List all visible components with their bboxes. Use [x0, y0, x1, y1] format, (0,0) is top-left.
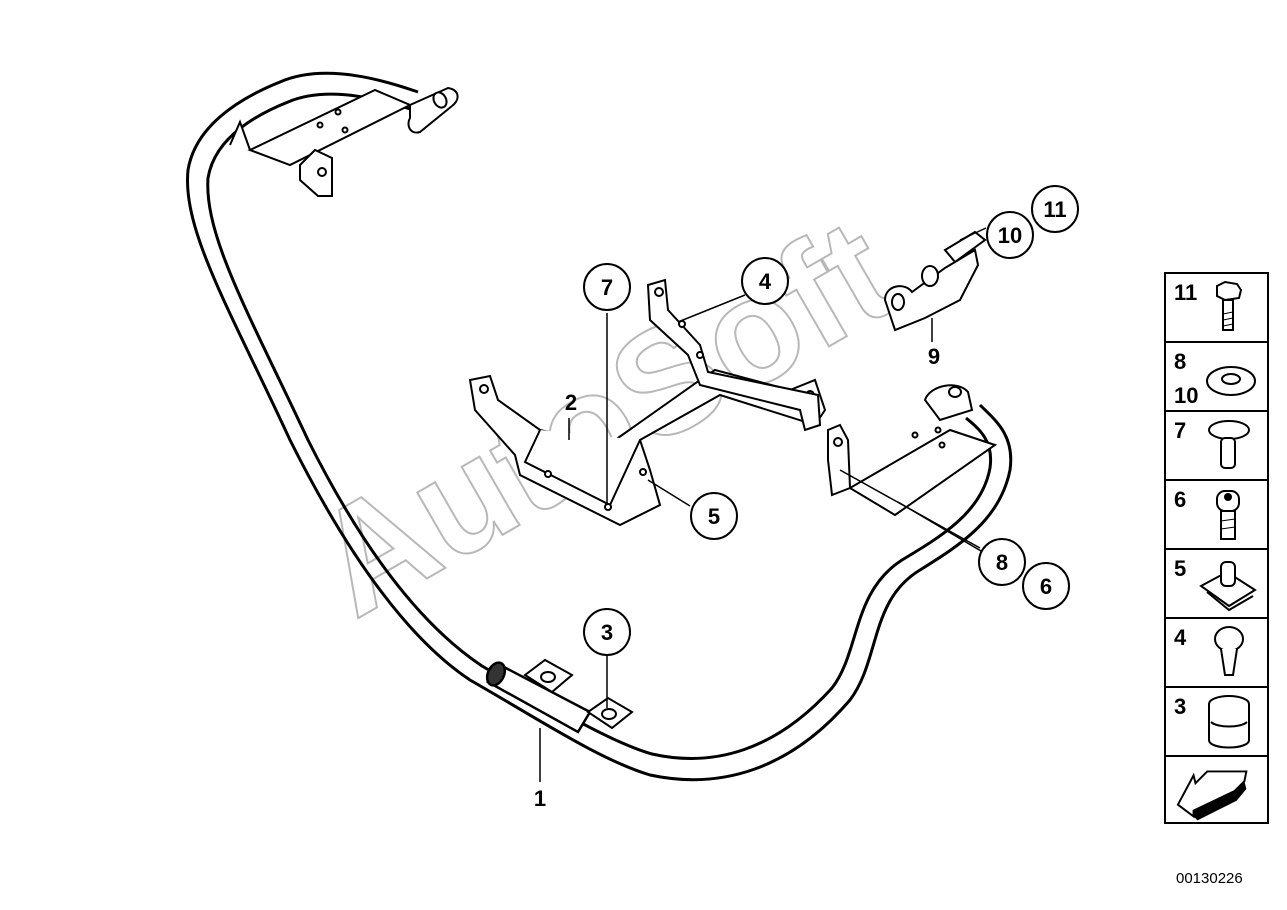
watermark: AutoSoft — [287, 186, 919, 648]
diagram-id: 00130226 — [1176, 870, 1243, 887]
socket-screw-icon — [1216, 490, 1240, 540]
callout-label: 5 — [708, 504, 720, 529]
legend-number: 7 — [1174, 418, 1187, 443]
legend-number: 5 — [1174, 556, 1187, 581]
callout-11: 11 — [1031, 185, 1079, 233]
part-label-1: 1 — [534, 786, 546, 811]
legend-cell-5: 5 — [1164, 548, 1269, 617]
washer-icon — [1206, 366, 1256, 396]
callout-7: 7 — [583, 263, 631, 311]
bracket-part-4 — [646, 278, 822, 432]
flat-head-screw-icon — [1208, 420, 1250, 469]
top-left-mount-plate — [229, 86, 459, 197]
legend-cell-arrow — [1164, 755, 1269, 824]
legend-number: 3 — [1174, 694, 1187, 719]
legend-cell-8-10: 8 10 — [1164, 341, 1269, 410]
legend-number: 11 — [1174, 280, 1198, 305]
expanding-rivet-icon — [1214, 626, 1244, 676]
callout-6: 6 — [1022, 562, 1070, 610]
callout-label: 3 — [601, 620, 613, 645]
part-label-9: 9 — [928, 344, 940, 369]
legend-number: 6 — [1174, 487, 1187, 512]
hinge-bracket-part-9 — [883, 230, 987, 332]
bottom-bracket-right — [586, 696, 634, 730]
callout-3: 3 — [583, 608, 631, 656]
legend-cell-7: 7 — [1164, 410, 1269, 479]
direction-arrow-icon — [1176, 770, 1248, 821]
rubber-buffer-icon — [1208, 695, 1250, 749]
legend-cell-11: 11 — [1164, 272, 1269, 341]
right-mount-plate — [827, 384, 998, 517]
callout-label: 4 — [759, 269, 772, 294]
tube-sleeve — [485, 661, 592, 734]
callouts: 7 4 10 11 5 8 6 3 — [583, 185, 1079, 656]
legend-number: 4 — [1174, 625, 1187, 650]
callout-5: 5 — [690, 492, 738, 540]
callout-label: 10 — [998, 223, 1022, 248]
callout-8: 8 — [978, 538, 1026, 586]
legend-cell-4: 4 — [1164, 617, 1269, 686]
bolt-icon — [1216, 280, 1243, 331]
callout-label: 7 — [601, 275, 613, 300]
bottom-bracket-left — [523, 658, 574, 694]
legend-cell-3: 3 — [1164, 686, 1269, 755]
callout-10: 10 — [986, 211, 1034, 259]
clip-nut-icon — [1199, 561, 1257, 612]
callout-label: 11 — [1043, 197, 1066, 222]
legend-number: 10 — [1174, 383, 1199, 408]
bracket-part-2 — [468, 368, 827, 527]
legend-number: 8 — [1174, 349, 1187, 374]
callout-4: 4 — [741, 257, 789, 305]
callout-label: 8 — [996, 550, 1008, 575]
callout-label: 6 — [1040, 574, 1052, 599]
legend-cell-6: 6 — [1164, 479, 1269, 548]
part-label-2: 2 — [565, 390, 577, 415]
parts-legend: 11 8 10 7 6 5 — [1164, 272, 1269, 824]
